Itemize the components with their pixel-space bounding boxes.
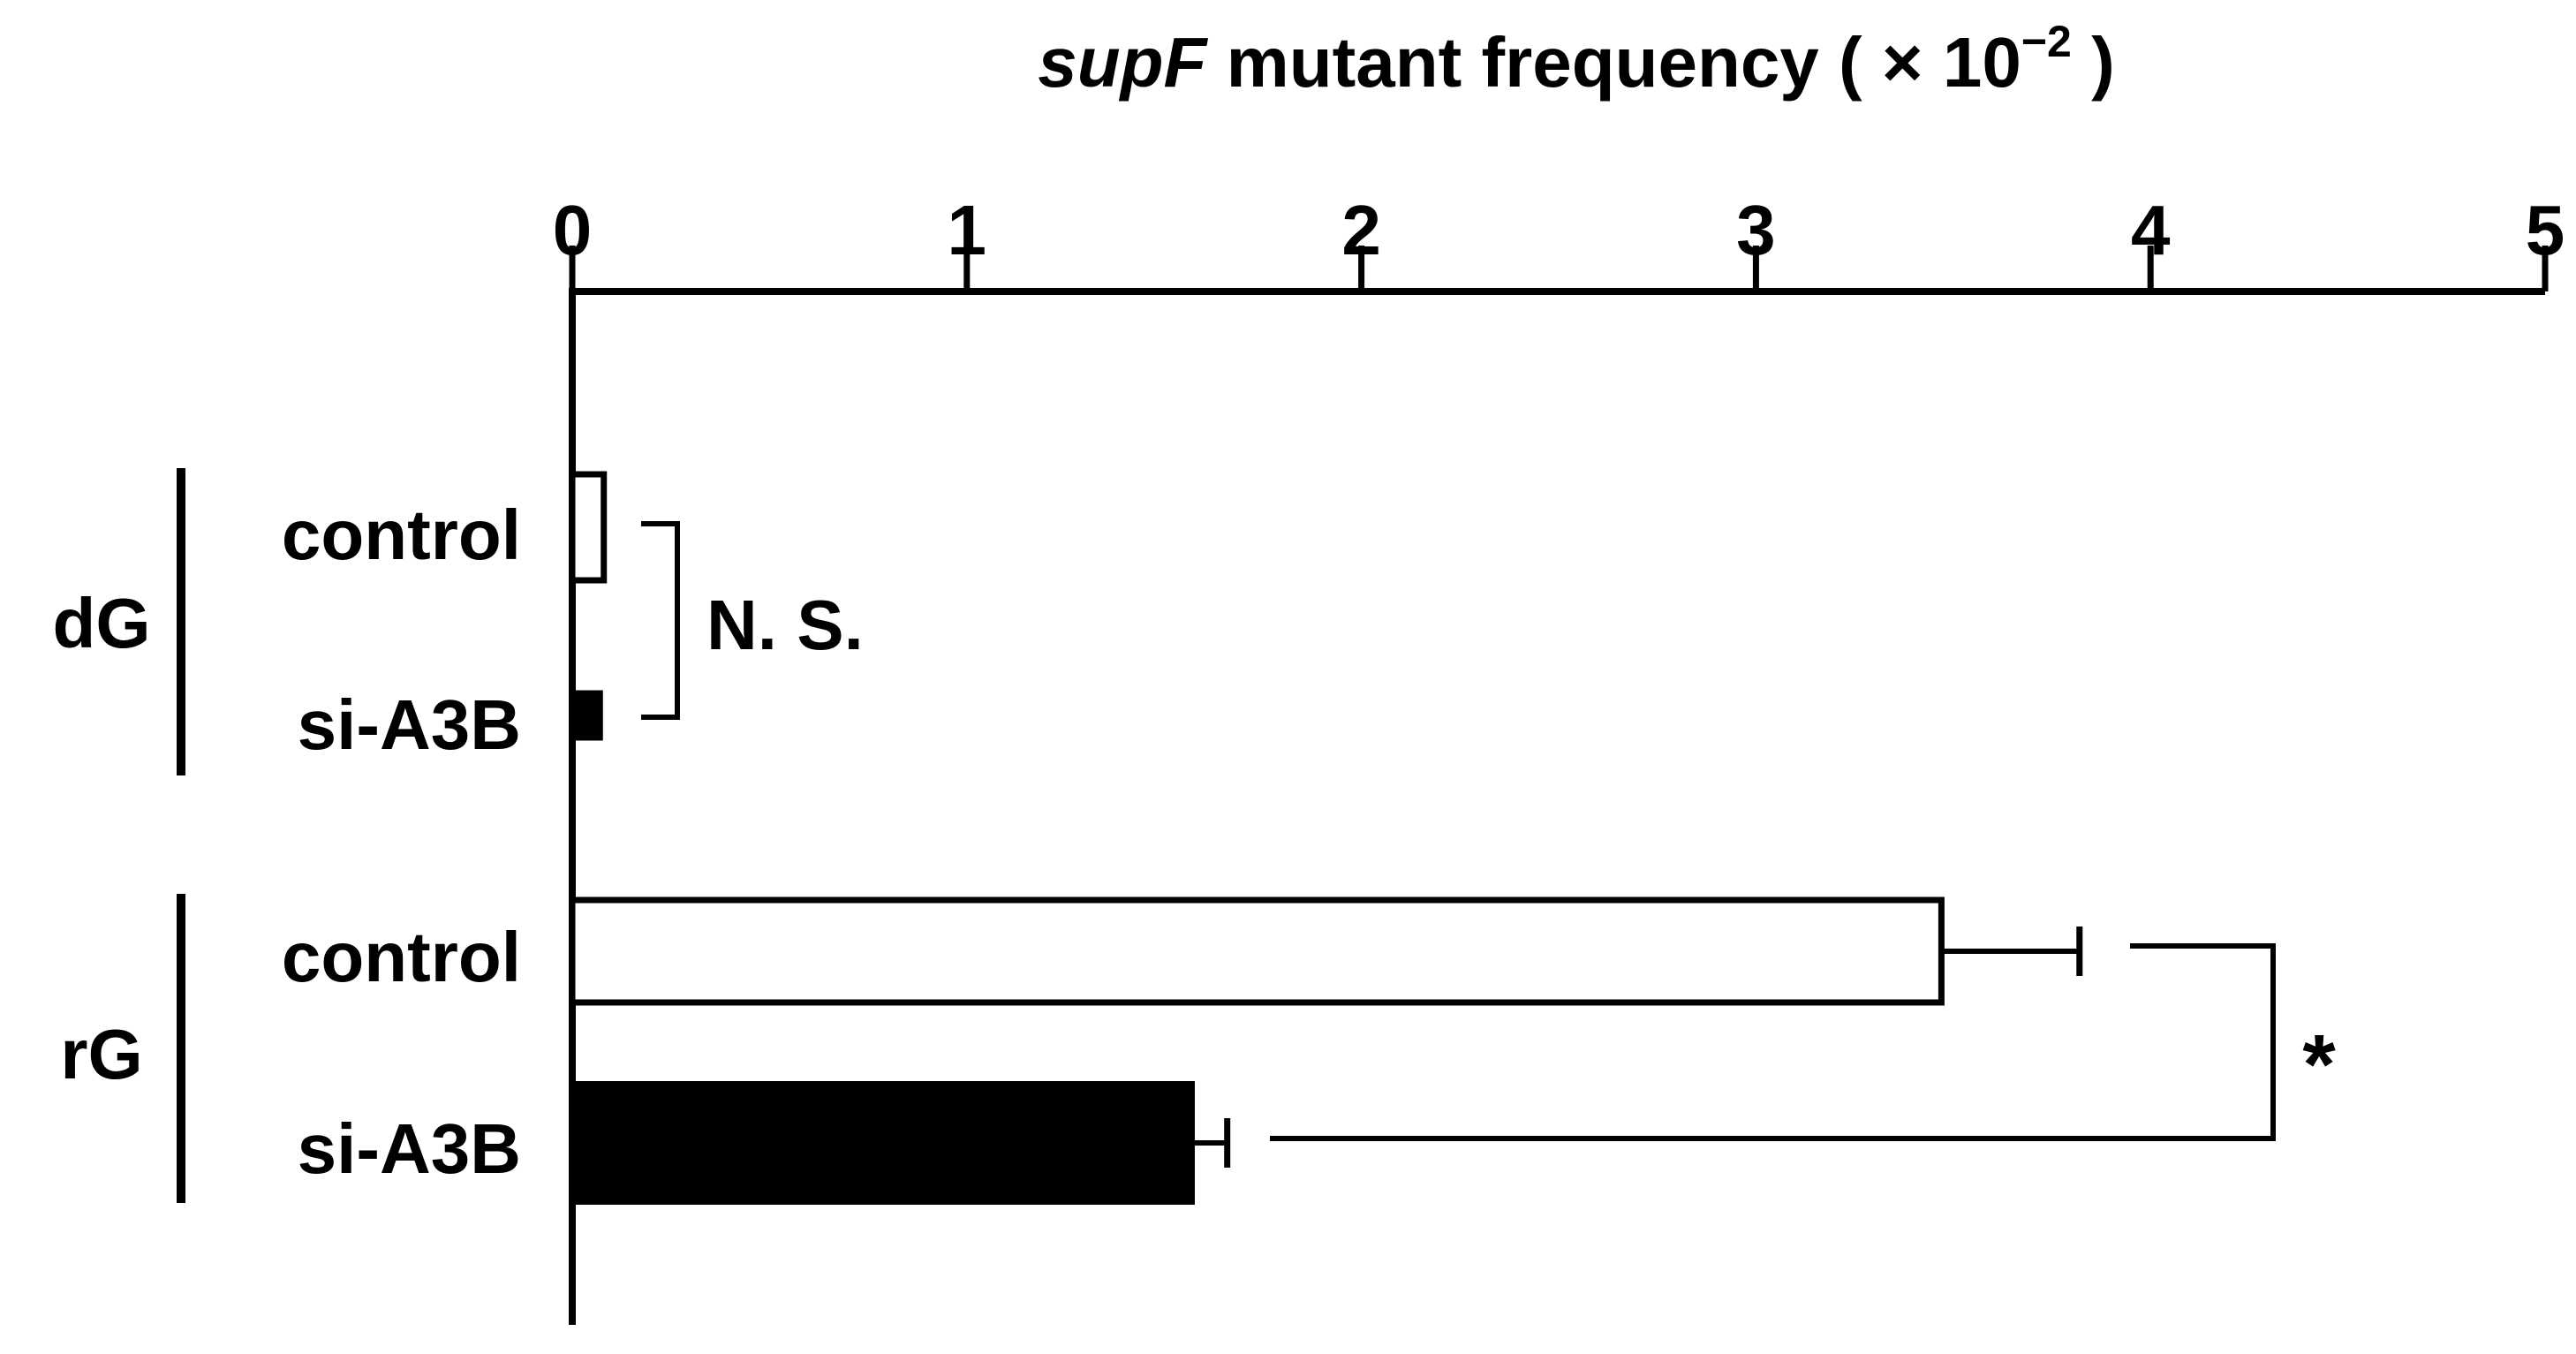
bars: control si-A3B control si-A3B <box>282 471 2083 1205</box>
bar-groups: dG rG <box>52 468 185 1203</box>
bar <box>569 471 608 584</box>
title-italic: supF <box>1038 23 1208 102</box>
bar-label: control <box>282 918 521 996</box>
chart-title: supF mutant frequency ( × 10−2 ) <box>1038 17 2114 102</box>
bar-label: control <box>282 495 521 574</box>
x-tick-label: 1 <box>948 191 987 269</box>
ns-bracket <box>641 521 680 720</box>
star-label: * <box>2302 1017 2336 1112</box>
x-tick-label: 0 <box>553 191 593 269</box>
x-tick-label: 4 <box>2131 191 2171 269</box>
title-superscript: −2 <box>2021 17 2072 66</box>
ns-label: N. S. <box>706 586 864 664</box>
bar-label: si-A3B <box>298 685 521 764</box>
x-tick-label: 3 <box>1736 191 1776 269</box>
title-close: ) <box>2072 23 2115 102</box>
bar-label: si-A3B <box>298 1109 521 1188</box>
x-axis-ticks: 0 1 2 3 4 5 <box>553 191 2565 291</box>
bar <box>569 690 603 741</box>
bar <box>569 896 1945 1006</box>
x-tick-label: 2 <box>1341 191 1381 269</box>
group-label: dG <box>52 584 150 662</box>
star-bracket <box>1270 943 2276 1141</box>
group-label: rG <box>60 1015 142 1093</box>
title-main: mutant frequency ( × 10 <box>1206 23 2021 102</box>
bar <box>569 1081 1195 1205</box>
x-tick-label: 5 <box>2526 191 2565 269</box>
significance-brackets: N. S. * <box>641 521 2336 1141</box>
